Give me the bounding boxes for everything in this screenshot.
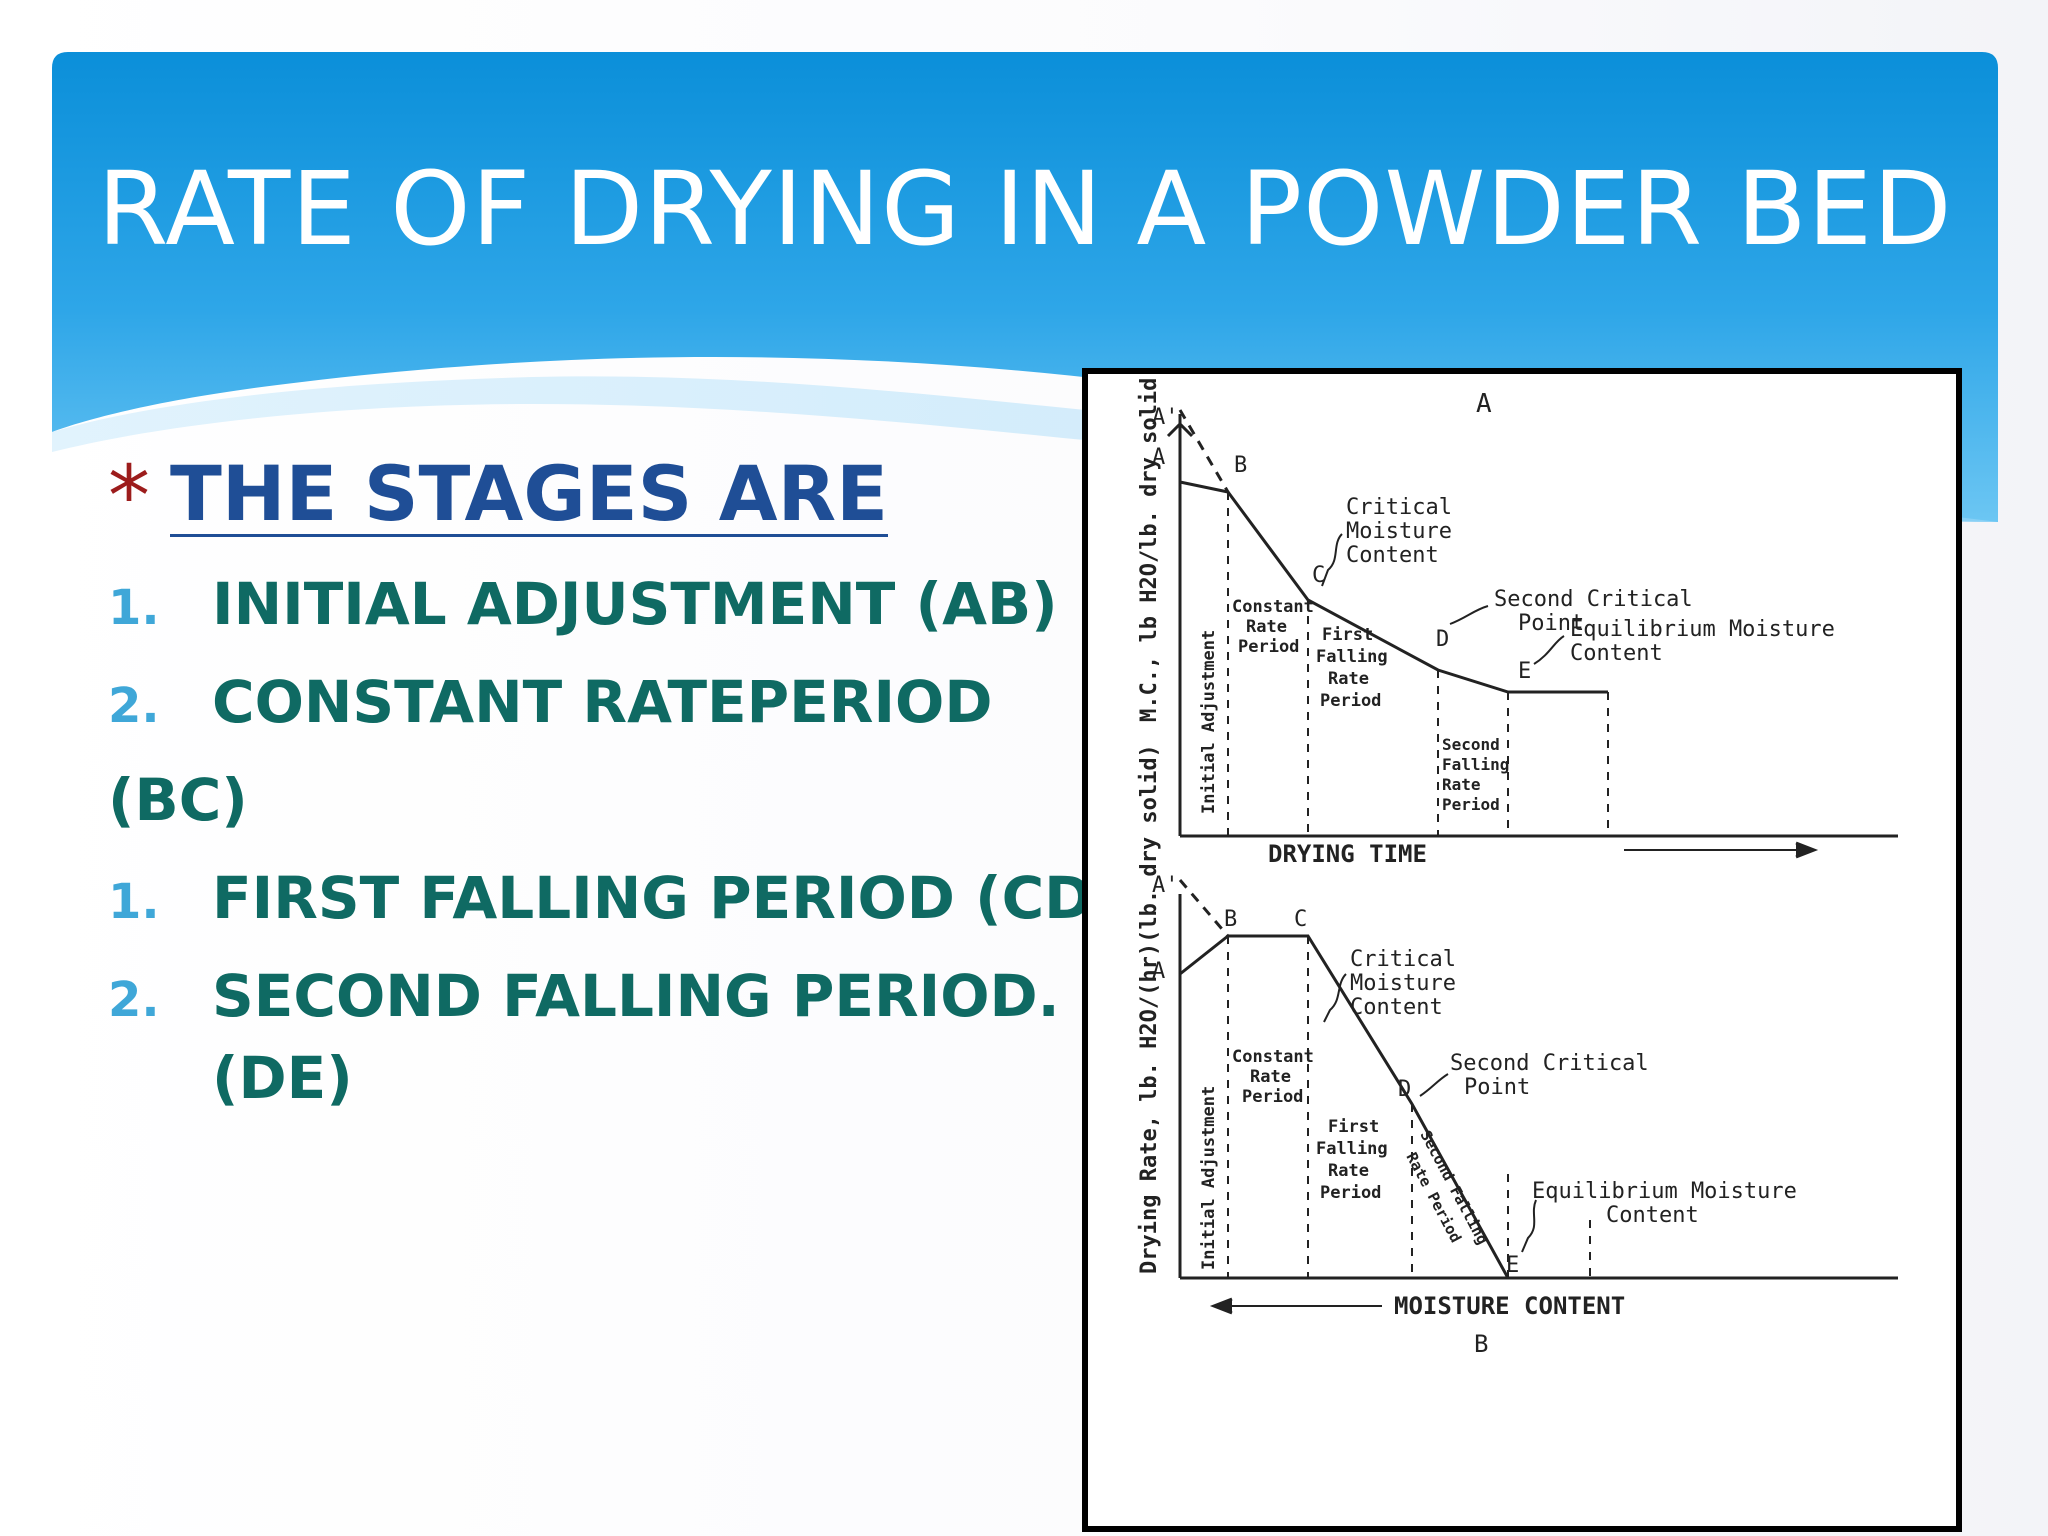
moisture-arrowhead bbox=[1209, 1297, 1233, 1315]
top-dashed-aprime-b bbox=[1178, 409, 1230, 493]
bottom-dashed-aprime-b bbox=[1178, 879, 1230, 937]
bottom-critical-line1: Critical bbox=[1350, 947, 1456, 972]
top-mc-curve bbox=[1179, 480, 1608, 694]
bottom-second-critical-leader bbox=[1419, 1073, 1449, 1097]
list-item-number: 2. bbox=[108, 972, 160, 1028]
top-region-constant-2: Rate bbox=[1246, 617, 1287, 637]
top-point-aprime: A' bbox=[1152, 405, 1179, 430]
bottom-critical-leader bbox=[1323, 973, 1347, 1023]
top-y-axis-arrowhead bbox=[1166, 421, 1194, 438]
list-item-number: 1. bbox=[108, 580, 160, 636]
top-region-second-4: Period bbox=[1442, 795, 1500, 814]
top-critical-line2: Moisture bbox=[1346, 519, 1452, 544]
bottom-region-first-4: Period bbox=[1320, 1183, 1381, 1203]
stages-heading: THE STAGES ARE bbox=[170, 449, 889, 538]
bottom-second-critical-line1: Second Critical bbox=[1450, 1051, 1649, 1076]
drying-time-arrowhead bbox=[1795, 841, 1819, 859]
list-item-text: (DE) bbox=[212, 1044, 353, 1112]
heading-colon: : bbox=[848, 462, 870, 536]
bottom-region-initial: Initial Adjustment bbox=[1199, 1086, 1219, 1270]
bottom-point-d: D bbox=[1398, 1077, 1411, 1102]
bottom-second-critical-line2: Point bbox=[1464, 1075, 1530, 1100]
top-point-d: D bbox=[1436, 627, 1449, 652]
top-critical-leader bbox=[1321, 533, 1343, 587]
top-x-axis-label: DRYING TIME bbox=[1268, 840, 1427, 868]
top-critical-line1: Critical bbox=[1346, 495, 1452, 520]
bottom-region-first-1: First bbox=[1328, 1117, 1379, 1137]
list-item-text: INITIAL ADJUSTMENT (AB) bbox=[212, 570, 1058, 638]
bottom-region-first-2: Falling bbox=[1316, 1139, 1388, 1159]
bottom-y-axis-label: Drying Rate, lb. H2O/(hr)(lb. dry solid) bbox=[1137, 744, 1162, 1274]
top-equilibrium-line1: Equilibrium Moisture bbox=[1570, 617, 1835, 642]
top-region-first-2: Falling bbox=[1316, 647, 1388, 667]
top-point-a: A bbox=[1152, 445, 1165, 470]
top-region-constant-1: Constant bbox=[1232, 597, 1314, 617]
bottom-panel-label: B bbox=[1474, 1330, 1488, 1358]
list-item-text: SECOND FALLING PERIOD. bbox=[212, 962, 1060, 1030]
drying-curves-diagram: A M.C., lb H2O/lb. dry solid DRYING TIME… bbox=[1137, 378, 1898, 1358]
list-item-number: 1. bbox=[108, 874, 160, 930]
bottom-equilibrium-leader bbox=[1521, 1199, 1537, 1253]
bottom-point-c: C bbox=[1294, 907, 1307, 932]
bottom-region-constant-2: Rate bbox=[1250, 1067, 1291, 1087]
top-region-constant-3: Period bbox=[1238, 637, 1299, 657]
top-panel-label: A bbox=[1476, 389, 1492, 419]
top-region-first-1: First bbox=[1322, 625, 1373, 645]
top-region-first-3: Rate bbox=[1328, 669, 1369, 689]
top-region-second-2: Falling bbox=[1442, 755, 1509, 774]
list-item-text: CONSTANT RATEPERIOD bbox=[212, 668, 993, 736]
bottom-point-aprime: A' bbox=[1152, 873, 1179, 898]
bottom-point-b: B bbox=[1224, 907, 1237, 932]
bottom-equilibrium-line1: Equilibrium Moisture bbox=[1532, 1179, 1797, 1204]
list-item-text: FIRST FALLING PERIOD (CD) bbox=[212, 864, 1119, 932]
bottom-equilibrium-line2: Content bbox=[1606, 1203, 1699, 1228]
bottom-point-a: A bbox=[1152, 959, 1165, 984]
top-point-e: E bbox=[1518, 659, 1531, 684]
top-region-second-1: Second bbox=[1442, 735, 1500, 754]
drying-curves-figure: A M.C., lb H2O/lb. dry solid DRYING TIME… bbox=[1082, 368, 1962, 1532]
top-equilibrium-line2: Content bbox=[1570, 641, 1663, 666]
asterisk-bullet-icon: * bbox=[108, 447, 150, 545]
top-region-first-4: Period bbox=[1320, 691, 1381, 711]
bottom-region-first-3: Rate bbox=[1328, 1161, 1369, 1181]
bottom-region-constant-3: Period bbox=[1242, 1087, 1303, 1107]
top-second-critical-leader bbox=[1449, 605, 1489, 625]
top-point-c: C bbox=[1312, 563, 1325, 588]
top-point-b: B bbox=[1234, 453, 1247, 478]
bottom-critical-line3: Content bbox=[1350, 995, 1443, 1020]
list-item-number: 2. bbox=[108, 678, 160, 734]
bottom-critical-line2: Moisture bbox=[1350, 971, 1456, 996]
top-equilibrium-leader bbox=[1533, 635, 1565, 665]
top-y-axis-label: M.C., lb H2O/lb. dry solid bbox=[1137, 378, 1162, 722]
top-critical-line3: Content bbox=[1346, 543, 1439, 568]
bottom-point-e: E bbox=[1506, 1253, 1519, 1278]
top-region-initial: Initial Adjustment bbox=[1199, 630, 1219, 814]
bottom-x-axis-label: MOISTURE CONTENT bbox=[1394, 1292, 1625, 1320]
slide-title: RATE OF DRYING IN A POWDER BED bbox=[97, 150, 1953, 269]
top-region-second-3: Rate bbox=[1442, 775, 1481, 794]
bottom-region-constant-1: Constant bbox=[1232, 1047, 1314, 1067]
top-second-critical-line2: Point bbox=[1518, 611, 1584, 636]
top-second-critical-line1: Second Critical bbox=[1494, 587, 1693, 612]
list-item-text: (BC) bbox=[108, 766, 248, 834]
